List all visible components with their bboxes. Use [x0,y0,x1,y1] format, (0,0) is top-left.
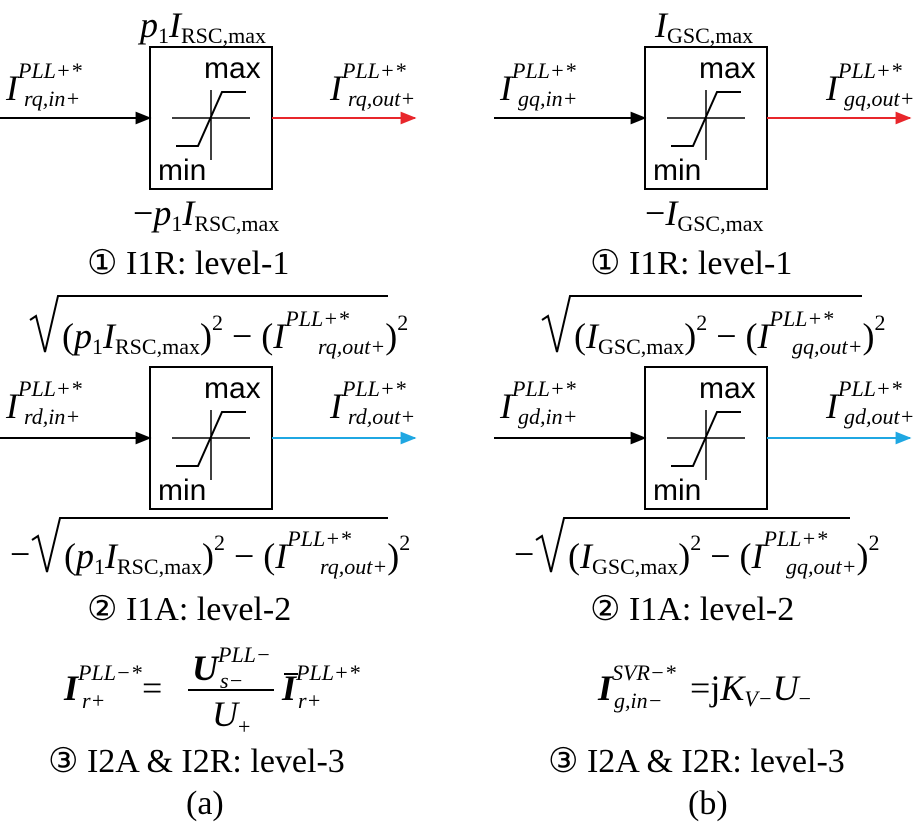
lower-limit-expression: (p1IRSC,max)2 − (IPLL+*rq,out+)2 [64,526,410,579]
sqrt-sign-upper [29,295,388,353]
lower-limit-expression: (IGSC,max)2 − (IPLL+*gq,out+)2 [568,526,879,579]
upper-limit-expression: (IGSC,max)2 − (IPLL+*gq,out+)2 [574,306,885,359]
saturation-curve [671,411,741,467]
min-label: min [158,154,206,187]
caption-level-1: ① I1R: level-1 [590,245,792,282]
input-signal-label: IPLL+*gd,in+ [499,376,577,429]
upper-limit-expression: (p1IRSC,max)2 − (IPLL+*rq,out+)2 [62,306,408,359]
caption-level-2: ② I1A: level-2 [590,591,794,628]
lower-limit-minus: − [10,534,30,574]
panel-b: IGSC,max IPLL+*gq,in+ max min IPLL+*gq,o… [494,5,913,822]
output-signal-label: IPLL+*gd,out+ [825,376,913,429]
saturation-curve [671,91,741,147]
sqrt-sign-upper [541,295,862,353]
caption-level-2: ② I1A: level-2 [87,591,291,628]
sqrt-sign-lower [31,517,388,573]
max-label: max [204,52,261,85]
saturation-curve [176,91,246,147]
lower-limit-label: −p1IRSC,max [133,193,279,236]
limiter-2-b: (IGSC,max)2 − (IPLL+*gq,out+)2 IPLL+*gd,… [494,295,913,628]
max-label: max [699,372,756,405]
equation-a: IPLL−*r+= UPLL−s− U+ IPLL+*r+ [63,642,360,739]
lower-limit-label: −IGSC,max [645,193,764,236]
equation-lhs: IPLL−*r+= [63,660,162,713]
input-signal-label: IPLL+*rq,in+ [5,58,82,111]
saturation-curve [176,411,246,467]
panel-label-a: (a) [186,785,224,822]
output-signal-label: IPLL+*rq,out+ [329,58,415,111]
min-label: min [653,474,701,507]
panel-label-b: (b) [688,785,728,822]
min-label: min [158,474,206,507]
limiter-1-b: IGSC,max IPLL+*gq,in+ max min IPLL+*gq,o… [494,5,913,282]
equation-b: ISVR−*g,in−=jKV−U− [597,660,811,713]
equation-rhs: IPLL+*r+ [281,660,360,713]
output-signal-label: IPLL+*rd,out+ [329,376,415,429]
equation-denominator: U+ [212,694,250,739]
input-signal-label: IPLL+*rd,in+ [5,376,82,429]
lower-limit-minus: − [514,534,534,574]
output-signal-label: IPLL+*gq,out+ [825,58,913,111]
caption-level-1: ① I1R: level-1 [87,245,289,282]
max-label: max [204,372,261,405]
limiter-1-a: p1IRSC,max IPLL+*rq,in+ max min IPLL+*rq… [0,5,417,282]
max-label: max [699,52,756,85]
caption-level-3: ③ I2A & I2R: level-3 [548,743,845,780]
equation-numerator: UPLL−s− [192,642,271,693]
upper-limit-label: IGSC,max [654,5,753,48]
caption-level-3: ③ I2A & I2R: level-3 [48,743,345,780]
limiter-2-a: (p1IRSC,max)2 − (IPLL+*rq,out+)2 IPLL+*r… [0,295,417,628]
upper-limit-label: p1IRSC,max [137,5,266,48]
panel-a: p1IRSC,max IPLL+*rq,in+ max min IPLL+*rq… [0,5,417,822]
min-label: min [653,154,701,187]
sqrt-sign-lower [535,517,850,573]
input-signal-label: IPLL+*gq,in+ [499,58,577,111]
equation-lhs: ISVR−*g,in−=jKV−U− [597,660,811,713]
